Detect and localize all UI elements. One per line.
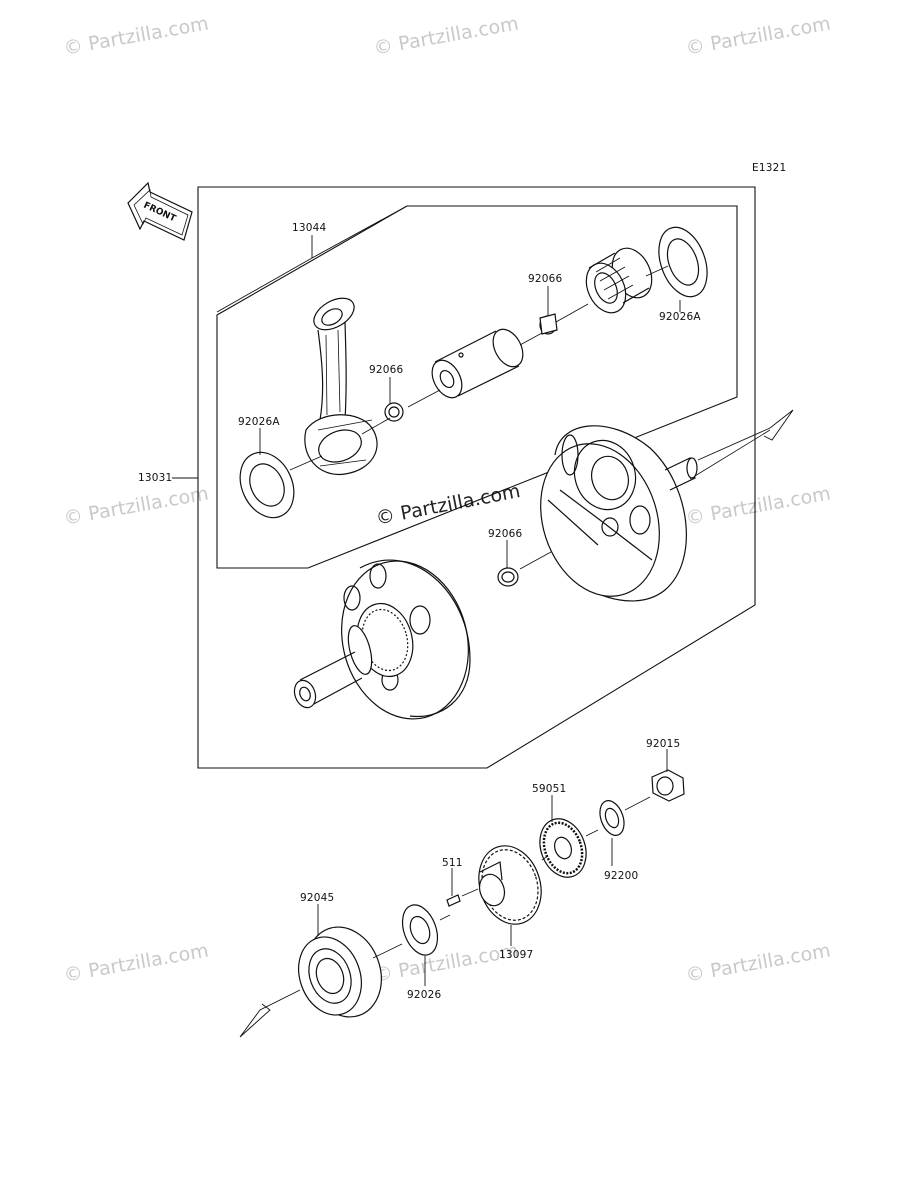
part-label-59051: 59051: [532, 783, 567, 795]
crank-pin: [431, 328, 524, 399]
part-label-92200: 92200: [604, 870, 639, 882]
part-label-92015: 92015: [646, 738, 681, 750]
part-label-511: 511: [442, 857, 463, 869]
thrust-washer-left: [239, 451, 295, 519]
part-label-92026: 92026: [407, 989, 442, 1001]
washer-92200: [599, 800, 625, 836]
part-label-92026a: 92026A: [659, 311, 701, 323]
leader-lines: [172, 205, 681, 986]
bushing-mid: [384, 402, 404, 422]
part-label-92026a: 92026A: [238, 416, 280, 428]
thrust-washer-right: [658, 226, 708, 298]
outer-assembly-frame: [197, 186, 756, 769]
flywheel-right: [540, 425, 698, 602]
part-label-13097: 13097: [499, 949, 534, 961]
part-label-92066: 92066: [528, 273, 563, 285]
axis-arrow-left: [239, 989, 301, 1038]
front-arrow-icon: FRONT: [127, 181, 193, 241]
ref-code: E1321: [752, 162, 787, 174]
part-label-13031: 13031: [138, 472, 173, 484]
bushing-top: [539, 313, 558, 335]
part-label-92066: 92066: [488, 528, 523, 540]
axis-arrow-right: [697, 409, 794, 461]
nut-92015: [651, 769, 685, 802]
connecting-rod: [304, 297, 378, 476]
axis-lower: [372, 796, 651, 959]
gear-13097: [478, 845, 542, 925]
washer-92026: [401, 904, 439, 956]
gear-59051: [539, 818, 587, 878]
axis-line: [289, 265, 669, 471]
bushing-lower: [497, 567, 519, 587]
part-label-13044: 13044: [292, 222, 327, 234]
bearing-92045: [298, 926, 382, 1018]
needle-bearing: [585, 247, 653, 314]
key-511: [446, 894, 461, 907]
part-label-92045: 92045: [300, 892, 335, 904]
part-label-92066: 92066: [369, 364, 404, 376]
flywheel-left: [293, 559, 471, 720]
